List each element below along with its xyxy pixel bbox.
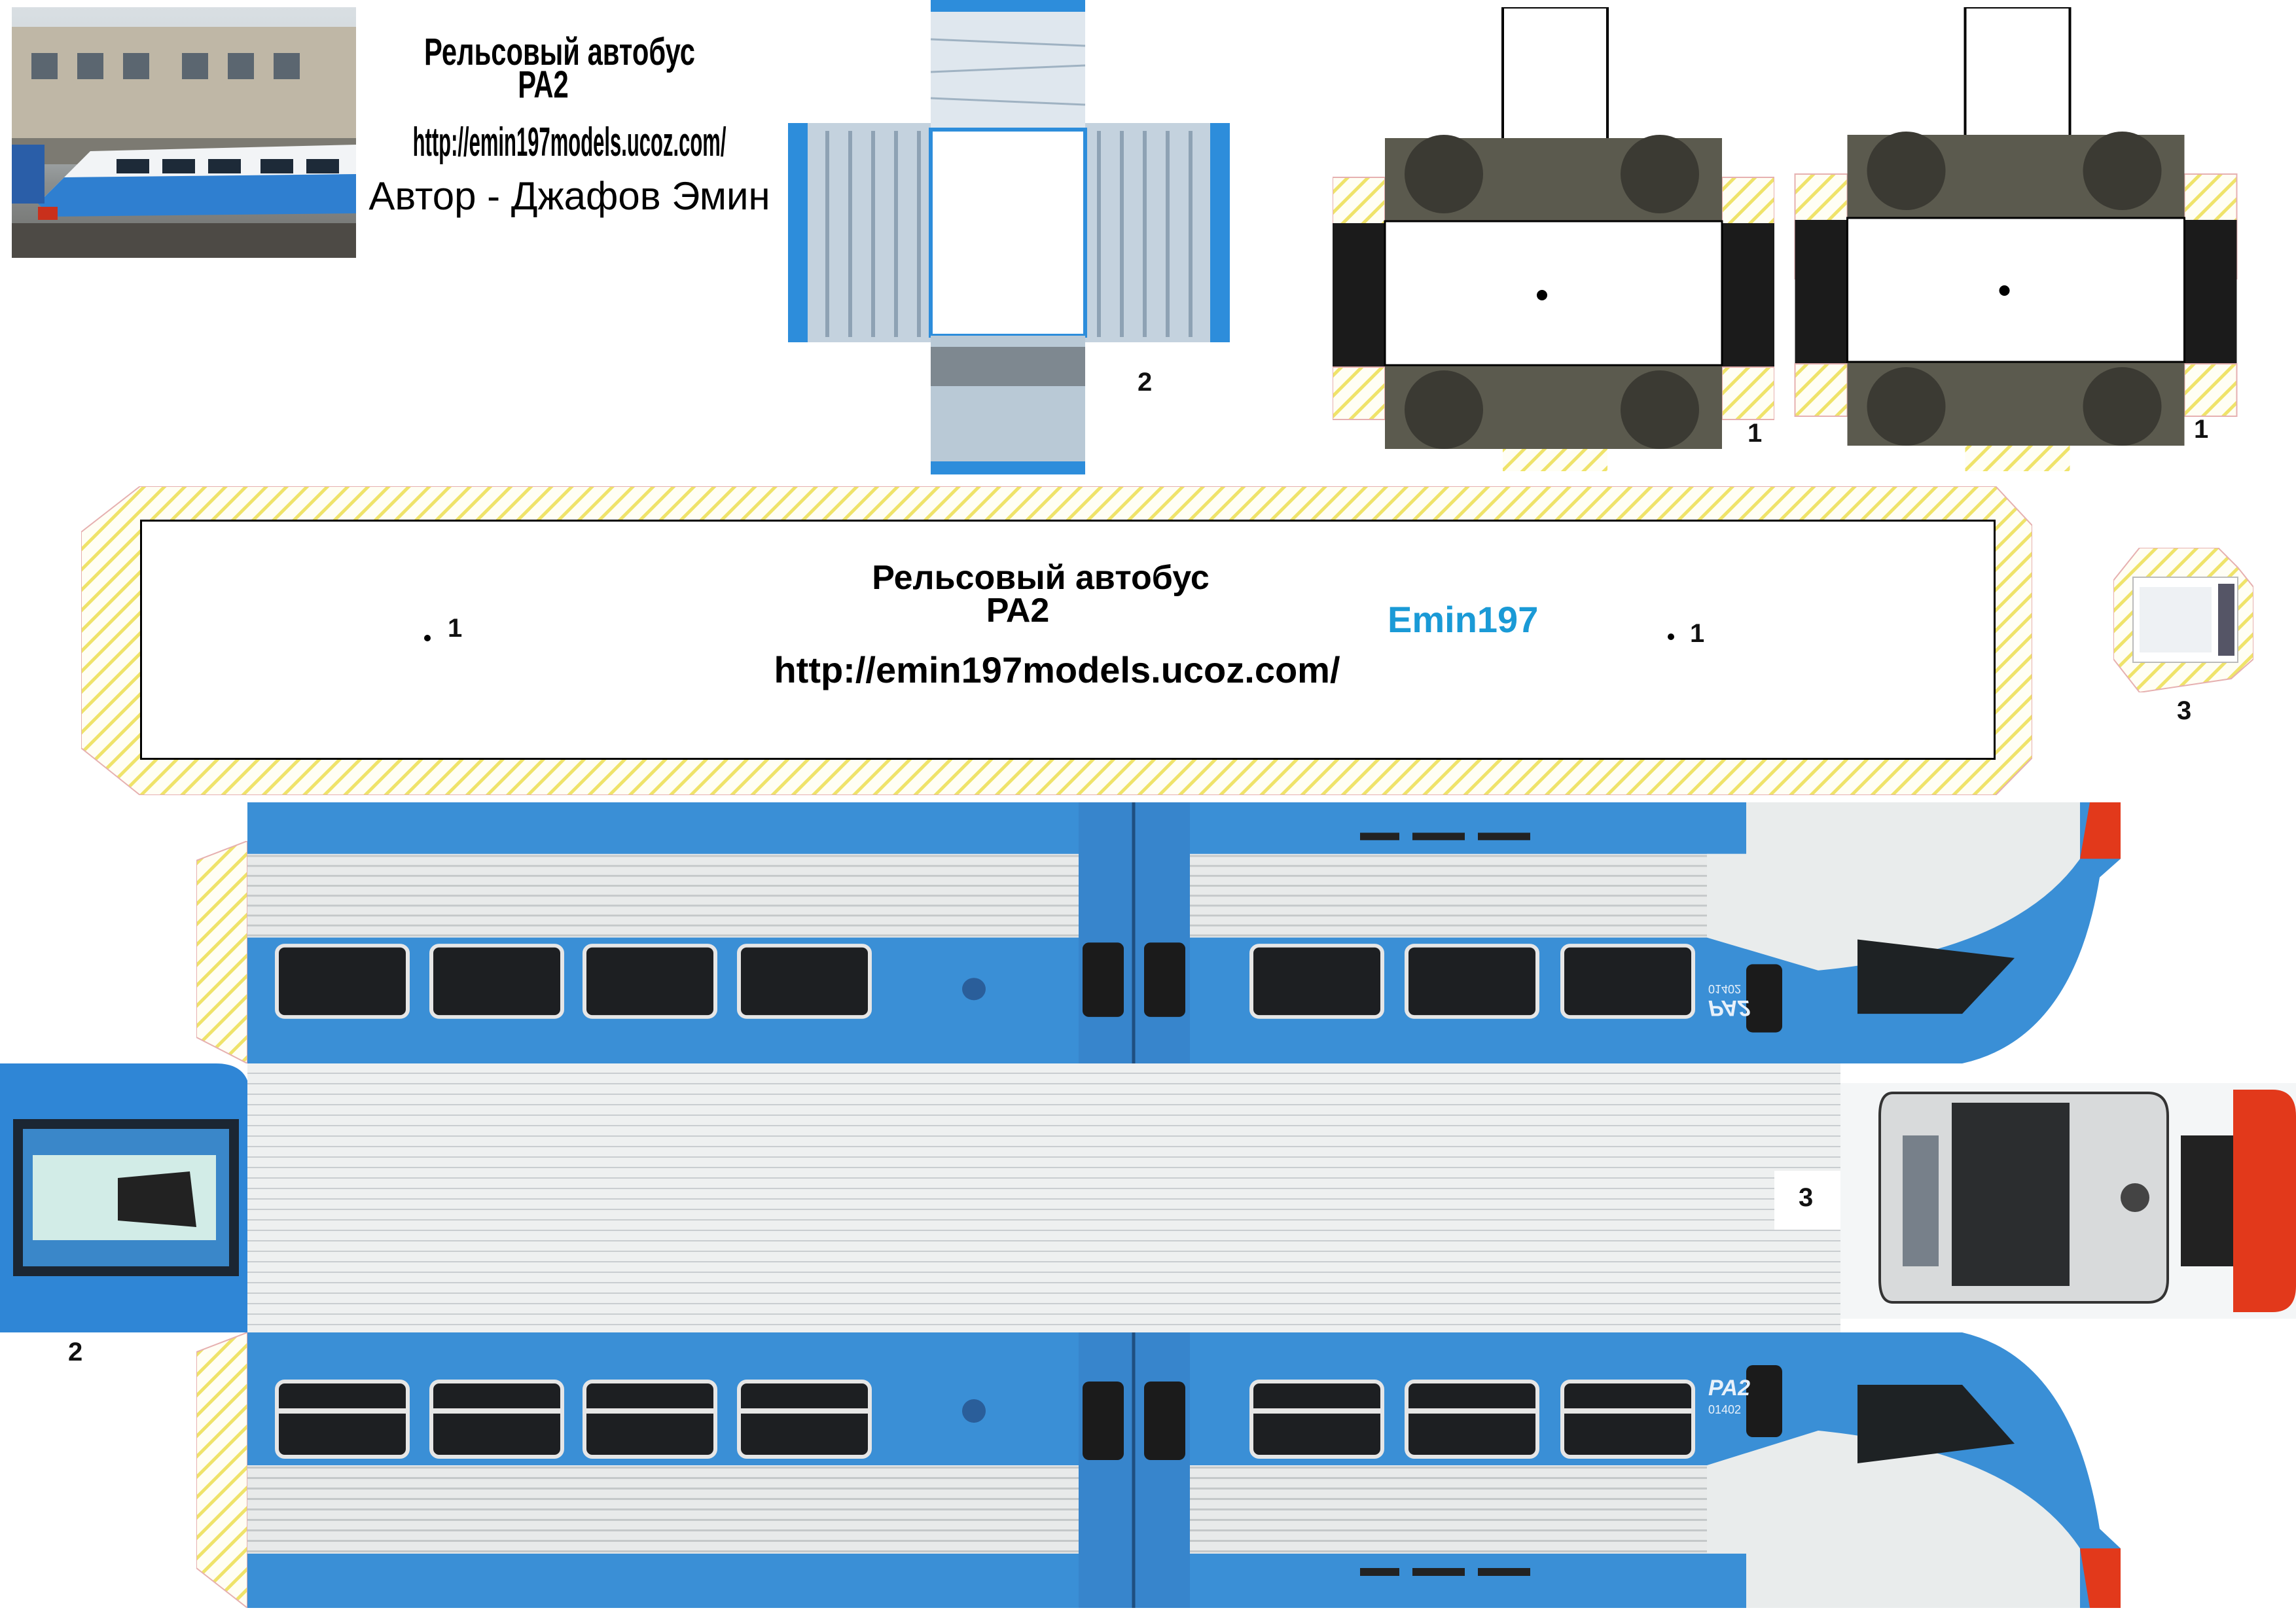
- part-label-front: 3: [1799, 1183, 1814, 1212]
- side-panel-bottom-tabs: [196, 1332, 247, 1608]
- livery-number-mirrored: 01402: [1708, 982, 1742, 995]
- roof-strip-model: РА2: [986, 592, 1050, 630]
- header-url[interactable]: http://emin197models.ucoz.com/: [412, 120, 726, 165]
- part-label-bogie-2: 1: [2194, 415, 2209, 444]
- glue-dot-right: [1668, 633, 1674, 640]
- header-title: Рельсовый автобус: [424, 31, 695, 73]
- part-label-cab-small: 3: [2177, 696, 2192, 725]
- roof-strip-url[interactable]: http://emin197models.ucoz.com/: [774, 649, 1340, 690]
- side-panel-top: РА2 01402: [247, 802, 2121, 1063]
- side-panel-top-tabs: [196, 841, 247, 1063]
- roof-center-panel: [247, 1063, 1840, 1332]
- livery-number: 01402: [1708, 1403, 1742, 1416]
- roof-strip-title: Рельсовый автобус: [872, 559, 1210, 597]
- part-3-small-cab: [2113, 548, 2253, 692]
- part-label-front-box: [1774, 1171, 1840, 1230]
- glue-mark-right: 1: [1690, 619, 1705, 648]
- bogie-1: [1333, 7, 1774, 471]
- end-cap-part-2: [0, 1063, 250, 1332]
- livery-model-text-mirrored: РА2: [1708, 995, 1750, 1020]
- reference-photo: [12, 7, 356, 258]
- header-author: Автор - Джафов Эмин: [368, 174, 770, 218]
- front-face-part-3: [1840, 1063, 2296, 1332]
- roof-strip-signature: Emin197: [1388, 599, 1539, 640]
- part-2-bellows-connector: [788, 0, 1230, 474]
- livery-model-text: РА2: [1708, 1376, 1750, 1400]
- roof-strip: [140, 520, 1996, 760]
- part-label-bogie-1: 1: [1748, 419, 1763, 448]
- side-panel-bottom: РА2 01402: [247, 1332, 2121, 1608]
- glue-mark-left: 1: [448, 614, 463, 643]
- part-label-end-cap: 2: [68, 1338, 83, 1366]
- glue-dot-left: [424, 635, 431, 641]
- bogie-2: [1793, 7, 2238, 471]
- header-model: РА2: [518, 63, 569, 106]
- part-label-connector: 2: [1138, 368, 1153, 397]
